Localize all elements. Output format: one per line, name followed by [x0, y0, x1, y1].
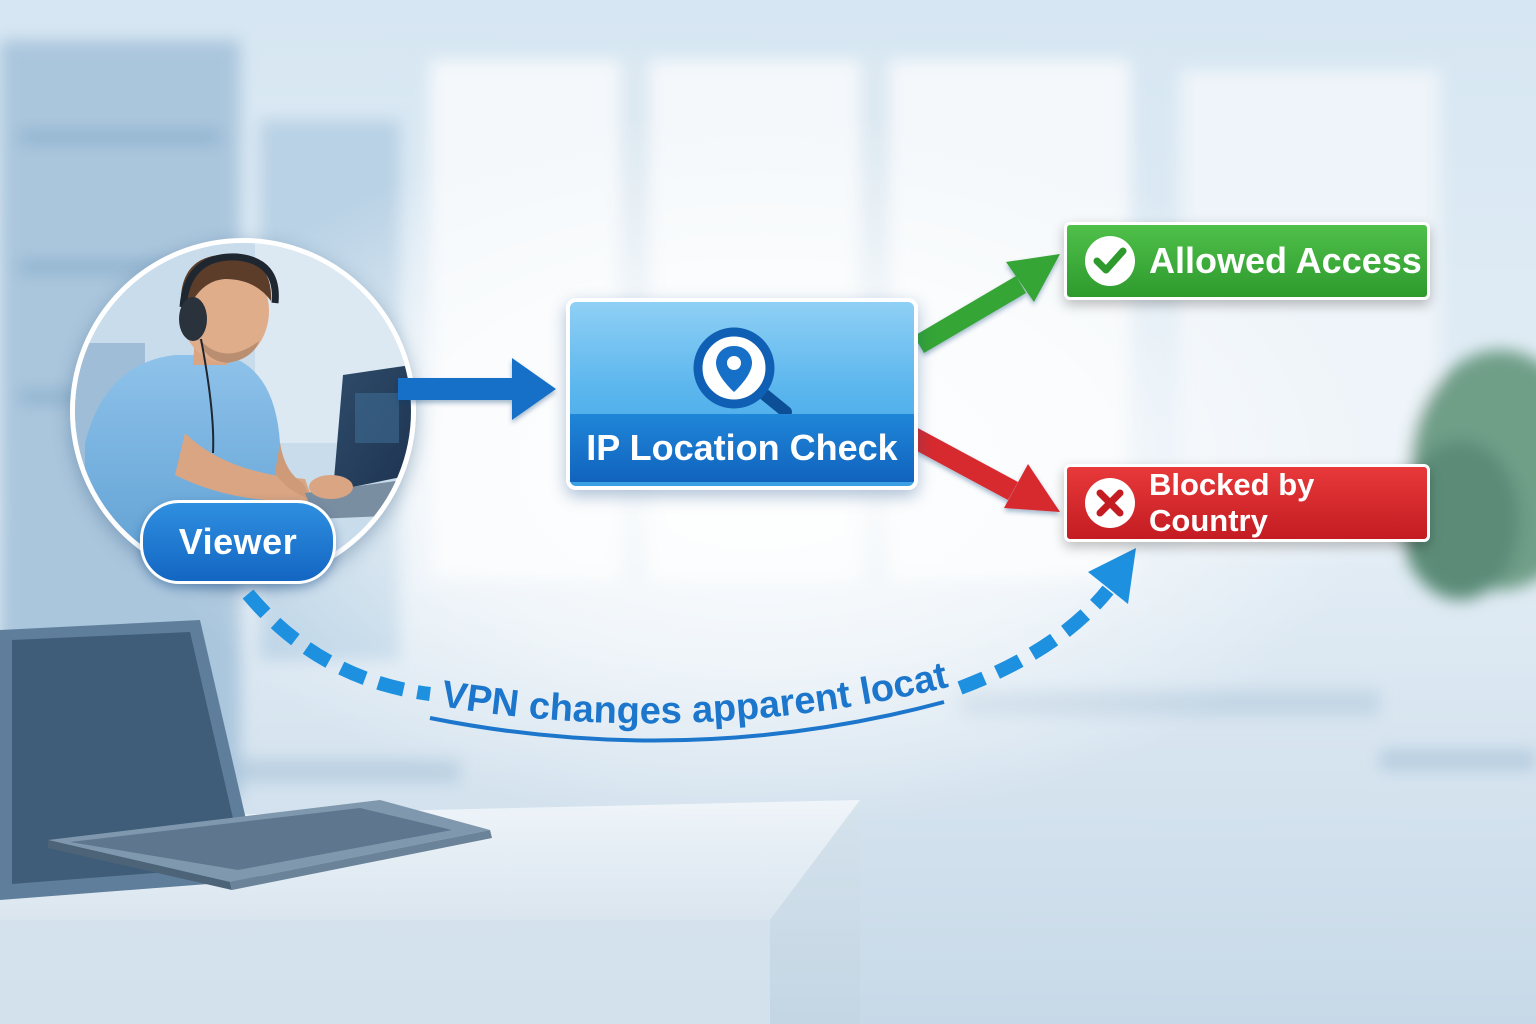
ip-location-check-label: IP Location Check: [570, 414, 914, 482]
ip-location-check-box: IP Location Check: [566, 298, 918, 490]
vpn-arrowhead: [1088, 548, 1136, 604]
arrow-check-to-allowed: [914, 254, 1060, 353]
location-search-icon: [688, 324, 798, 420]
arrow-viewer-to-check: [398, 358, 556, 420]
viewer-label: Viewer: [140, 500, 336, 584]
vpn-dashed-path: [242, 548, 1136, 743]
arrow-check-to-blocked: [904, 426, 1060, 512]
checkmark-icon: [1085, 236, 1135, 286]
blocked-by-country-label: Blocked by Country: [1149, 467, 1315, 538]
x-mark-icon: [1085, 478, 1135, 528]
blocked-by-country-box: Blocked by Country: [1064, 464, 1430, 542]
allowed-access-label: Allowed Access: [1149, 240, 1422, 281]
allowed-access-box: Allowed Access: [1064, 222, 1430, 300]
